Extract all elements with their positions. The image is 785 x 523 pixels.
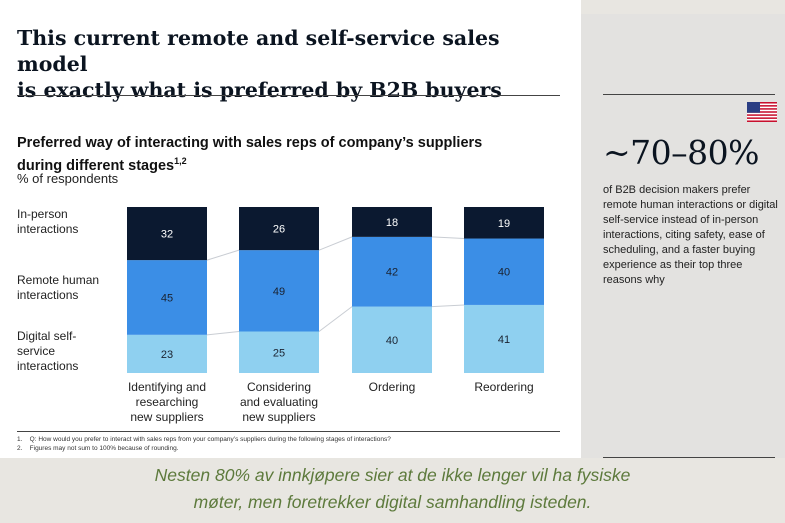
chart-title-line-1: Preferred way of interacting with sales …	[17, 135, 483, 151]
caption: Nesten 80% av innkjøpere sier at de ikke…	[0, 462, 785, 516]
us-flag-icon	[747, 102, 777, 122]
footnote-1-number: 1.	[17, 436, 23, 443]
bar-value-label: 18	[386, 217, 398, 229]
category-label: Reordering	[474, 380, 533, 394]
chart-title: Preferred way of interacting with sales …	[17, 134, 557, 175]
category-label: Identifying and	[128, 380, 206, 394]
connector-line	[318, 236, 353, 251]
bar-segment	[352, 207, 432, 237]
row-label-digital-line-1: Digital self-	[17, 329, 77, 343]
chart-title-line-2: during different stages1,2	[17, 152, 557, 175]
connector-line	[431, 304, 465, 308]
category-label: researching	[136, 395, 199, 409]
row-label-digital-line-3: interactions	[17, 359, 79, 373]
bar-segment	[464, 207, 544, 239]
sidebar-top-divider	[603, 94, 775, 95]
sidebar-description: of B2B decision makers prefer remote hum…	[603, 184, 778, 286]
footnote-1: 1. Q: How would you prefer to interact w…	[17, 436, 391, 443]
bar-value-label: 42	[386, 267, 398, 279]
category-label: and evaluating	[240, 395, 318, 409]
row-label-in-person-line-2: interactions	[17, 222, 79, 236]
bar-segment	[239, 207, 319, 251]
headline-divider	[17, 95, 560, 96]
slide-headline: This current remote and self-service sal…	[17, 25, 577, 103]
chart-title-superscript: 1,2	[174, 156, 187, 166]
bar-value-label: 19	[498, 218, 510, 230]
bar-value-label: 25	[273, 347, 285, 359]
footnote-1-text: Q: How would you prefer to interact with…	[29, 436, 391, 443]
bar-value-label: 40	[386, 335, 398, 347]
headline-line-2: is exactly what is preferred by B2B buye…	[17, 78, 502, 102]
bar-segment	[464, 304, 544, 373]
headline-line-1: This current remote and self-service sal…	[17, 26, 500, 76]
sidebar-panel	[581, 14, 785, 458]
sidebar-bottom-divider	[603, 457, 775, 458]
row-label-digital-line-2: service	[17, 344, 56, 358]
footnote-2-number: 2.	[17, 445, 23, 452]
connector-line	[206, 331, 240, 336]
bar-value-label: 23	[161, 349, 173, 361]
chart-subtitle: % of respondents	[17, 171, 119, 186]
bar-value-label: 45	[161, 292, 173, 304]
bar-segment	[127, 260, 207, 335]
bar-segment	[239, 331, 319, 373]
category-label: Ordering	[369, 380, 416, 394]
row-label-digital-self-service: Digital self- service interactions	[17, 329, 117, 374]
connector-line	[431, 236, 465, 240]
connector-line	[318, 306, 353, 332]
bar-segment	[352, 306, 432, 373]
row-label-in-person: In-person interactions	[17, 207, 117, 237]
row-label-in-person-line-1: In-person	[17, 207, 68, 221]
bar-value-label: 26	[273, 224, 285, 236]
bar-value-label: 49	[273, 286, 285, 298]
footnote-2: 2. Figures may not sum to 100% because o…	[17, 445, 179, 452]
bar-segment	[127, 334, 207, 373]
footnote-2-text: Figures may not sum to 100% because of r…	[29, 445, 179, 452]
category-label: new suppliers	[130, 410, 203, 424]
category-label: Considering	[247, 380, 311, 394]
footnote-divider	[17, 431, 560, 432]
bar-segment	[239, 250, 319, 332]
caption-line-2: møter, men foretrekker digital samhandli…	[193, 492, 592, 512]
row-label-remote-human-line-1: Remote human	[17, 273, 100, 287]
caption-line-1: Nesten 80% av innkjøpere sier at de ikke…	[154, 465, 631, 485]
chart-title-line-2-text: during different stages	[17, 157, 175, 174]
connector-line	[206, 249, 240, 261]
bar-segment	[352, 236, 432, 307]
bar-value-label: 41	[498, 334, 510, 346]
bar-segment	[464, 238, 544, 305]
row-label-remote-human-line-2: interactions	[17, 288, 79, 302]
bar-segment	[127, 207, 207, 261]
bar-value-label: 40	[498, 267, 510, 279]
bar-value-label: 32	[161, 229, 173, 241]
row-label-remote-human: Remote human interactions	[17, 273, 117, 303]
category-label: new suppliers	[242, 410, 315, 424]
big-range-stat: ~70–80%	[603, 133, 760, 172]
